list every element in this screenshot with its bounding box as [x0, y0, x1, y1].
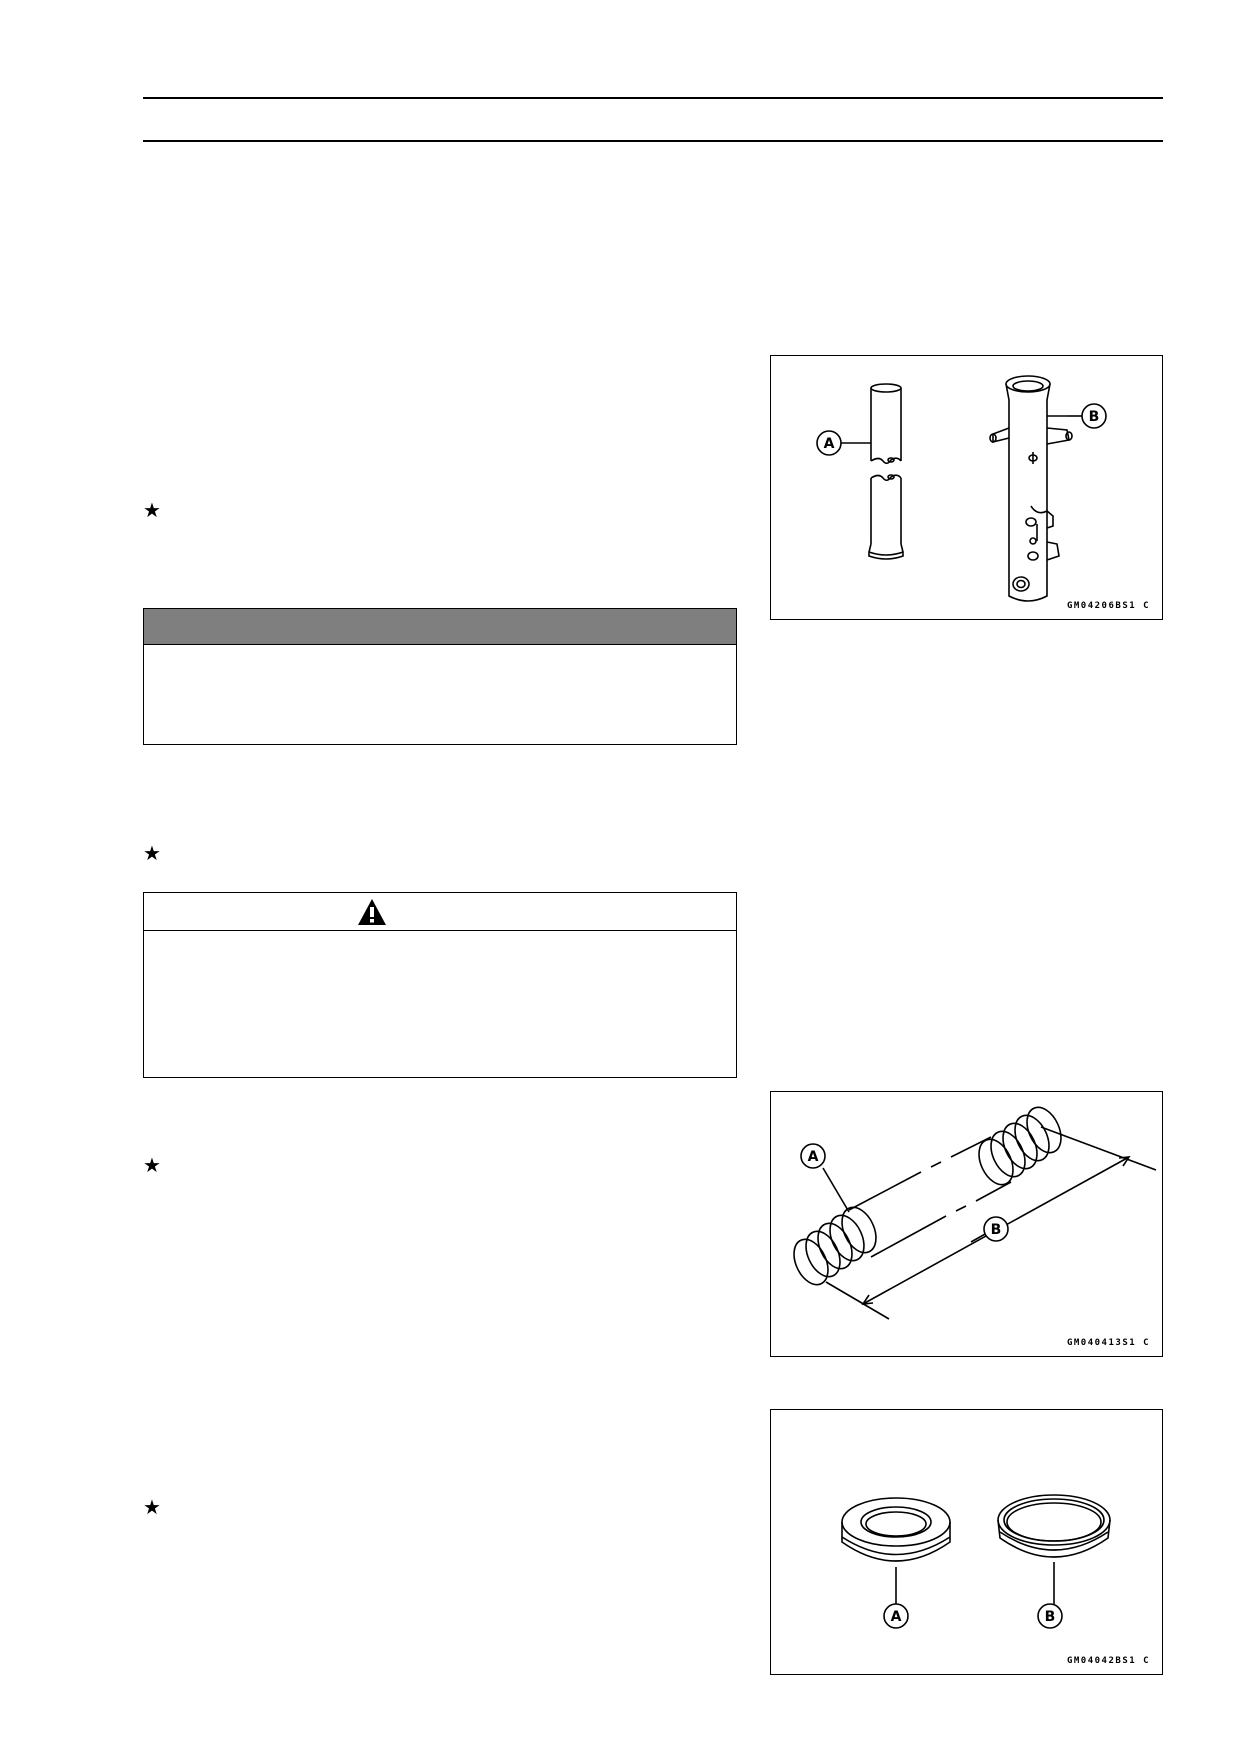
callout-b-label: B [1045, 1609, 1056, 1625]
callout-a-label: A [891, 1609, 902, 1625]
callout-b-circle [1037, 1603, 1063, 1629]
warning-box-header [144, 893, 736, 931]
callout-a-circle [800, 1143, 826, 1169]
figure-code: GM040413S1 C [1066, 1338, 1150, 1348]
seals-illustration: A B [841, 1494, 1111, 1629]
warning-triangle-icon [358, 899, 386, 925]
figure-code: GM04042BS1 C [1066, 1656, 1150, 1666]
fork-spring-illustration: A B [793, 1106, 1157, 1320]
bullet-star: ★ [143, 1495, 161, 1519]
notice-box [143, 608, 737, 745]
bullet-star: ★ [143, 498, 161, 522]
callout-a-circle [816, 430, 842, 456]
warning-box [143, 892, 737, 1078]
callout-a-circle [883, 1603, 909, 1629]
figure-fork-spring: A B GM040413S1 C [770, 1091, 1163, 1357]
bullet-star: ★ [143, 841, 161, 865]
callout-b-circle [1081, 403, 1107, 429]
figure-code: GM04206BS1 C [1066, 601, 1150, 611]
figure-seals: A B GM04042BS1 C [770, 1409, 1163, 1675]
figure-fork-tube: A B GM04206BS1 C [770, 355, 1163, 620]
bullet-star: ★ [143, 1153, 161, 1177]
callout-b-label: B [991, 1222, 1002, 1238]
callout-a-label: A [808, 1149, 819, 1165]
header-rule-bottom [143, 140, 1163, 142]
notice-box-header [144, 609, 736, 645]
header-rule-top [143, 97, 1163, 99]
callout-b-label: B [1089, 409, 1100, 425]
callout-b-circle [983, 1216, 1009, 1242]
fork-tube-illustration: A B [816, 375, 1107, 602]
callout-a-label: A [824, 436, 835, 452]
